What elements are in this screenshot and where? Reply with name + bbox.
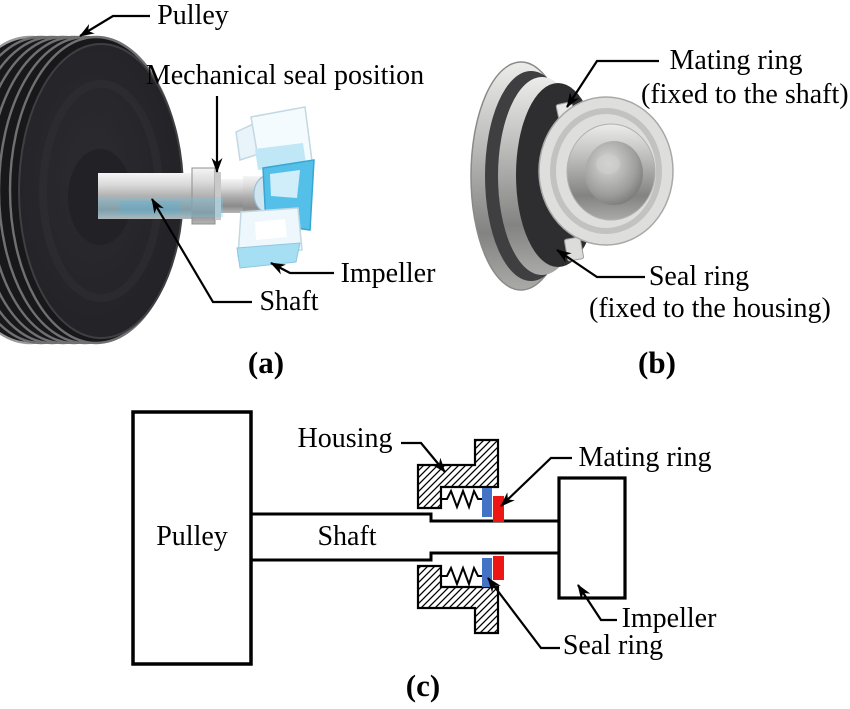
panel-a-pulley-label: Pulley — [157, 0, 229, 31]
mating-ring-c-leader-arrow — [500, 456, 572, 507]
shaft-photo — [98, 167, 269, 225]
mating-ring-leader-arrow — [566, 59, 659, 108]
panel-b-mating-ring-label: Mating ring — [669, 45, 803, 76]
panel-a-shaft-label: Shaft — [259, 286, 319, 317]
schematic-spring-lower — [441, 565, 482, 588]
panel-b-seal-ring-sub-label: (fixed to the housing) — [589, 293, 831, 324]
impeller-c-leader-arrow — [577, 584, 617, 622]
panel-a-annotations — [79, 14, 334, 304]
panel-c-shaft-label: Shaft — [317, 521, 377, 552]
schematic-impeller-rect — [557, 476, 627, 600]
schematic-housing-lower — [416, 564, 500, 635]
housing-leader-arrow — [401, 441, 446, 473]
panel-a-photo — [0, 35, 315, 345]
impeller-photo — [235, 106, 315, 269]
seal-ring-leader-arrow — [556, 249, 645, 279]
panel-c-housing-label: Housing — [297, 423, 393, 454]
pulley-leader-arrow — [79, 14, 150, 37]
panel-b-photo — [470, 61, 674, 291]
schematic-housing-upper — [416, 438, 500, 510]
panel-c-diagram — [131, 410, 627, 666]
impeller-leader-arrow — [270, 262, 334, 275]
schematic-shaft-top-line — [251, 512, 559, 523]
panel-c-mating-ring-label: Mating ring — [578, 442, 712, 473]
panel-c-seal-ring-label: Seal ring — [562, 630, 664, 661]
seal-bore-hole — [585, 141, 643, 205]
schematic-seal-ring-upper — [482, 488, 492, 517]
panel-c-caption: (c) — [405, 668, 441, 703]
panel-b-mating-ring-sub-label: (fixed to the shaft) — [641, 79, 849, 110]
schematic-pulley-rect — [131, 410, 253, 666]
panel-b-annotations — [556, 59, 659, 279]
schematic-spring-upper — [441, 488, 482, 511]
panel-c-pulley-label: Pulley — [156, 521, 228, 552]
panel-b-seal-ring-label: Seal ring — [648, 261, 750, 292]
shaft-leader-arrow — [151, 198, 252, 304]
panel-a-mechanical-seal-position-label: Mechanical seal position — [145, 60, 425, 91]
schematic-seal-ring-lower — [482, 558, 492, 587]
schematic-mating-ring-upper — [493, 496, 504, 522]
schematic-shaft-bottom-line — [251, 551, 559, 562]
panel-b-caption: (b) — [638, 345, 676, 380]
seal-ring-c-leader-arrow — [487, 577, 560, 650]
panel-a-caption: (a) — [247, 345, 285, 380]
schematic-mating-ring-lower — [493, 556, 504, 580]
panel-c-annotations — [401, 441, 617, 650]
panel-a-impeller-label: Impeller — [340, 258, 436, 289]
panel-c-impeller-label: Impeller — [621, 603, 717, 634]
